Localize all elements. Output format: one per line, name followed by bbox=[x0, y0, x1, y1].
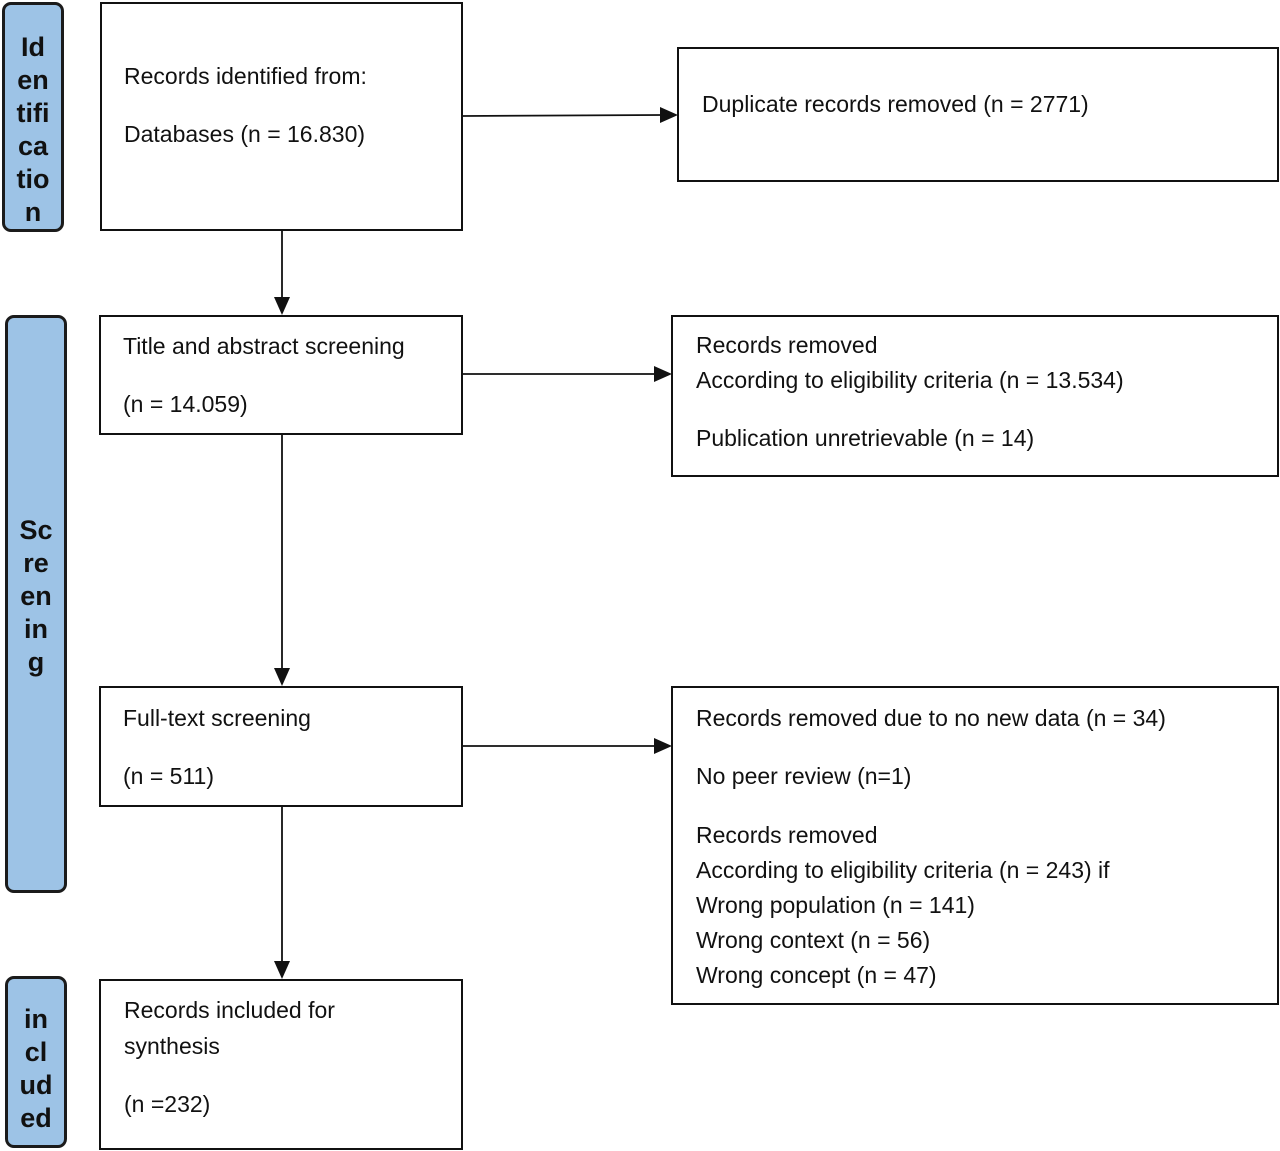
arrowhead-removed-2 bbox=[654, 738, 672, 754]
records-removed-box-2: Records removed due to no new data (n = … bbox=[671, 686, 1279, 1005]
arrowhead-screening bbox=[274, 297, 290, 315]
phase-screening-label: Screening bbox=[19, 515, 53, 677]
wrong-context-count: Wrong context (n = 56) bbox=[696, 927, 931, 953]
duplicates-removed-label: Duplicate records removed (n = 2771) bbox=[702, 91, 1089, 117]
wrong-population-count: Wrong population (n = 141) bbox=[696, 892, 975, 918]
title-abstract-count: (n = 14.059) bbox=[123, 391, 248, 417]
records-identified-label: Records identified from: bbox=[124, 63, 367, 89]
eligibility-criteria-count: According to eligibility criteria (n = 2… bbox=[696, 857, 1110, 883]
arrowhead-duplicates bbox=[660, 107, 678, 123]
full-text-screening-box: Full-text screening (n = 511) bbox=[99, 686, 463, 807]
records-included-count: (n =232) bbox=[124, 1091, 211, 1117]
records-removed-label: Records removed bbox=[696, 822, 878, 848]
records-identified-box: Records identified from: Databases (n = … bbox=[100, 2, 463, 231]
title-abstract-screening-box: Title and abstract screening (n = 14.059… bbox=[99, 315, 463, 435]
no-peer-review-count: No peer review (n=1) bbox=[696, 763, 912, 789]
records-included-label-2: synthesis bbox=[124, 1033, 220, 1059]
databases-count: Databases (n = 16.830) bbox=[124, 121, 366, 147]
phase-identification-label: Identification bbox=[16, 32, 50, 227]
phase-included: included bbox=[5, 976, 67, 1148]
no-new-data-count: Records removed due to no new data (n = … bbox=[696, 705, 1166, 731]
title-abstract-screening-label: Title and abstract screening bbox=[123, 333, 405, 359]
records-included-label: Records included for bbox=[124, 997, 335, 1023]
eligibility-criteria-count: According to eligibility criteria (n = 1… bbox=[696, 367, 1124, 393]
phase-identification: Identification bbox=[2, 2, 64, 232]
records-removed-box-1: Records removed According to eligibility… bbox=[671, 315, 1279, 477]
unretrievable-count: Publication unretrievable (n = 14) bbox=[696, 425, 1035, 451]
phase-included-label: included bbox=[19, 1004, 53, 1133]
phase-screening: Screening bbox=[5, 315, 67, 893]
arrow-identified-to-duplicates bbox=[462, 114, 663, 117]
records-removed-label: Records removed bbox=[696, 332, 878, 358]
duplicates-removed-box: Duplicate records removed (n = 2771) bbox=[677, 47, 1279, 182]
full-text-screening-label: Full-text screening bbox=[123, 705, 311, 731]
arrowhead-included bbox=[274, 961, 290, 979]
records-included-box: Records included for synthesis (n =232) bbox=[99, 979, 463, 1150]
arrowhead-fulltext bbox=[274, 668, 290, 686]
arrowhead-removed-1 bbox=[654, 366, 672, 382]
wrong-concept-count: Wrong concept (n = 47) bbox=[696, 962, 937, 988]
full-text-count: (n = 511) bbox=[123, 763, 214, 789]
